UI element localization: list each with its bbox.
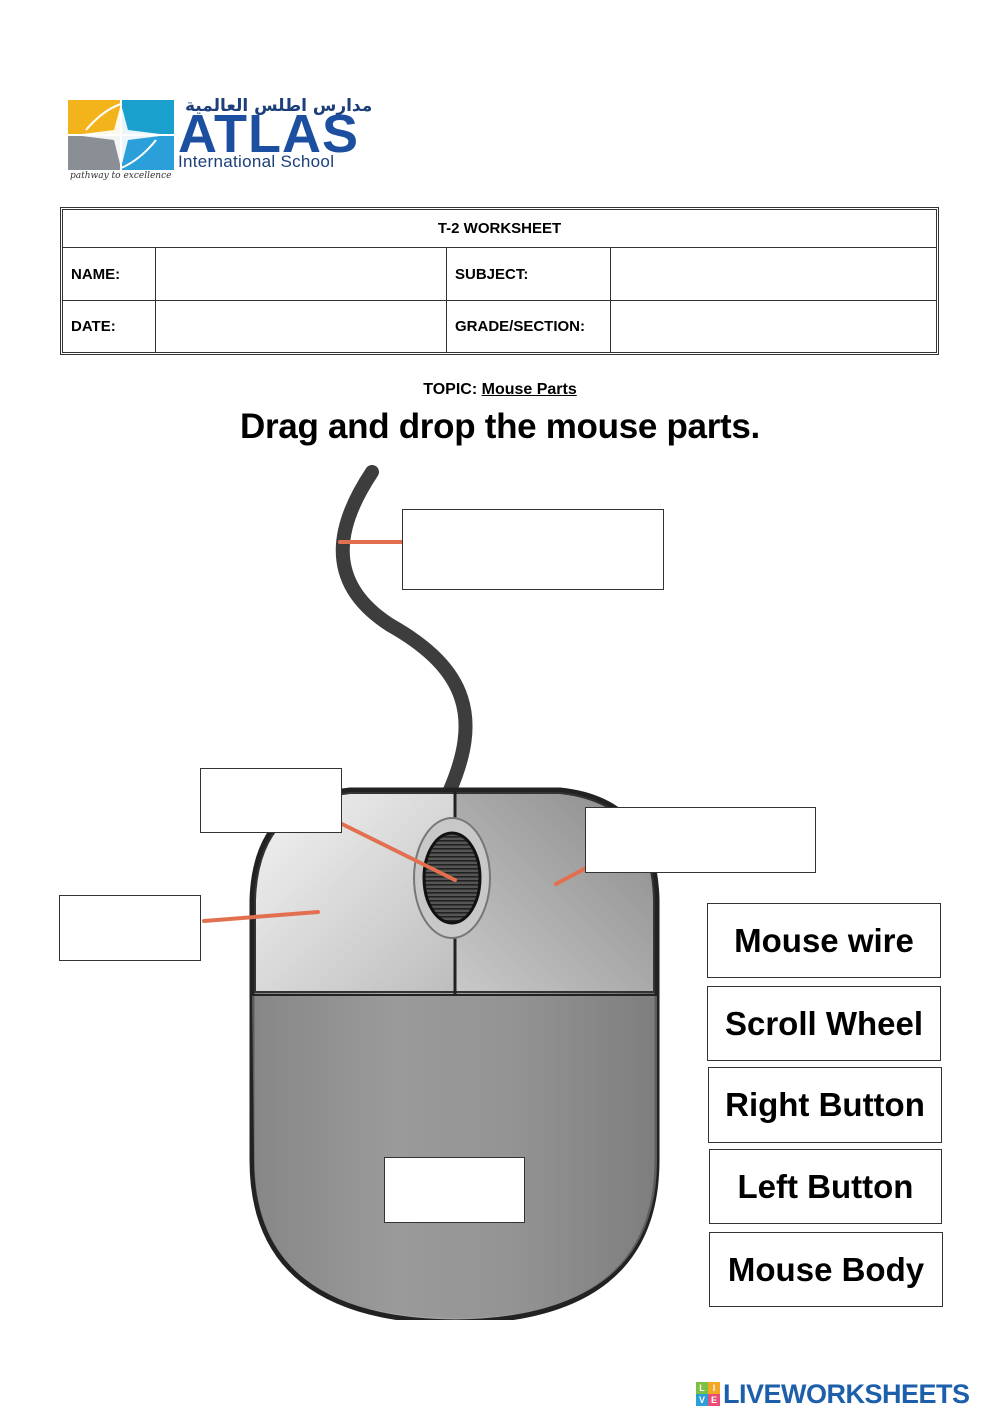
date-label: DATE: — [63, 301, 156, 352]
drop-box-wire[interactable] — [402, 509, 664, 590]
logo-emblem-icon — [68, 100, 174, 170]
worksheet-title: T-2 WORKSHEET — [63, 210, 936, 248]
pointer-lines — [202, 540, 588, 923]
subject-label: SUBJECT: — [447, 248, 611, 301]
mouse-wire-shape — [335, 465, 473, 797]
topic-value: Mouse Parts — [481, 381, 577, 398]
worksheet-header-table: T-2 WORKSHEET NAME: SUBJECT: DATE: GRADE… — [60, 207, 939, 355]
grade-section-label: GRADE/SECTION: — [447, 301, 611, 352]
name-field[interactable] — [156, 248, 447, 301]
label-mouse-wire[interactable]: Mouse wire — [707, 903, 941, 978]
lw-icon-letter: V — [696, 1394, 708, 1406]
logo-tagline: pathway to excellence — [70, 171, 172, 181]
logo-arabic-name: مدارس اطلس العالمية — [185, 96, 373, 116]
date-field[interactable] — [156, 301, 447, 352]
liveworksheets-logo-icon: L I V E — [696, 1382, 720, 1406]
lw-icon-letter: E — [708, 1394, 720, 1406]
name-label: NAME: — [63, 248, 156, 301]
drop-box-left-button[interactable] — [59, 895, 201, 961]
liveworksheets-wordmark: LIVEWORKSHEETS — [723, 1378, 970, 1409]
logo-subtitle: International School — [178, 152, 335, 171]
drop-box-scroll-wheel[interactable] — [200, 768, 342, 833]
lw-icon-letter: I — [708, 1382, 720, 1394]
label-scroll-wheel[interactable]: Scroll Wheel — [707, 986, 941, 1061]
lw-icon-letter: L — [696, 1382, 708, 1394]
label-right-button[interactable]: Right Button — [708, 1067, 942, 1143]
logo-name: ATLAS — [178, 104, 359, 164]
liveworksheets-brand: L I V E LIVEWORKSHEETS — [696, 1377, 970, 1411]
topic-label: TOPIC: — [423, 381, 482, 398]
grade-section-field[interactable] — [611, 301, 936, 352]
subject-field[interactable] — [611, 248, 936, 301]
label-mouse-body[interactable]: Mouse Body — [709, 1232, 943, 1307]
instruction-heading: Drag and drop the mouse parts. — [240, 407, 760, 446]
school-logo — [68, 96, 398, 186]
topic-line: TOPIC: Mouse Parts — [0, 381, 1000, 399]
drop-box-right-button[interactable] — [585, 807, 816, 873]
label-left-button[interactable]: Left Button — [709, 1149, 942, 1224]
drop-box-mouse-body[interactable] — [384, 1157, 525, 1223]
